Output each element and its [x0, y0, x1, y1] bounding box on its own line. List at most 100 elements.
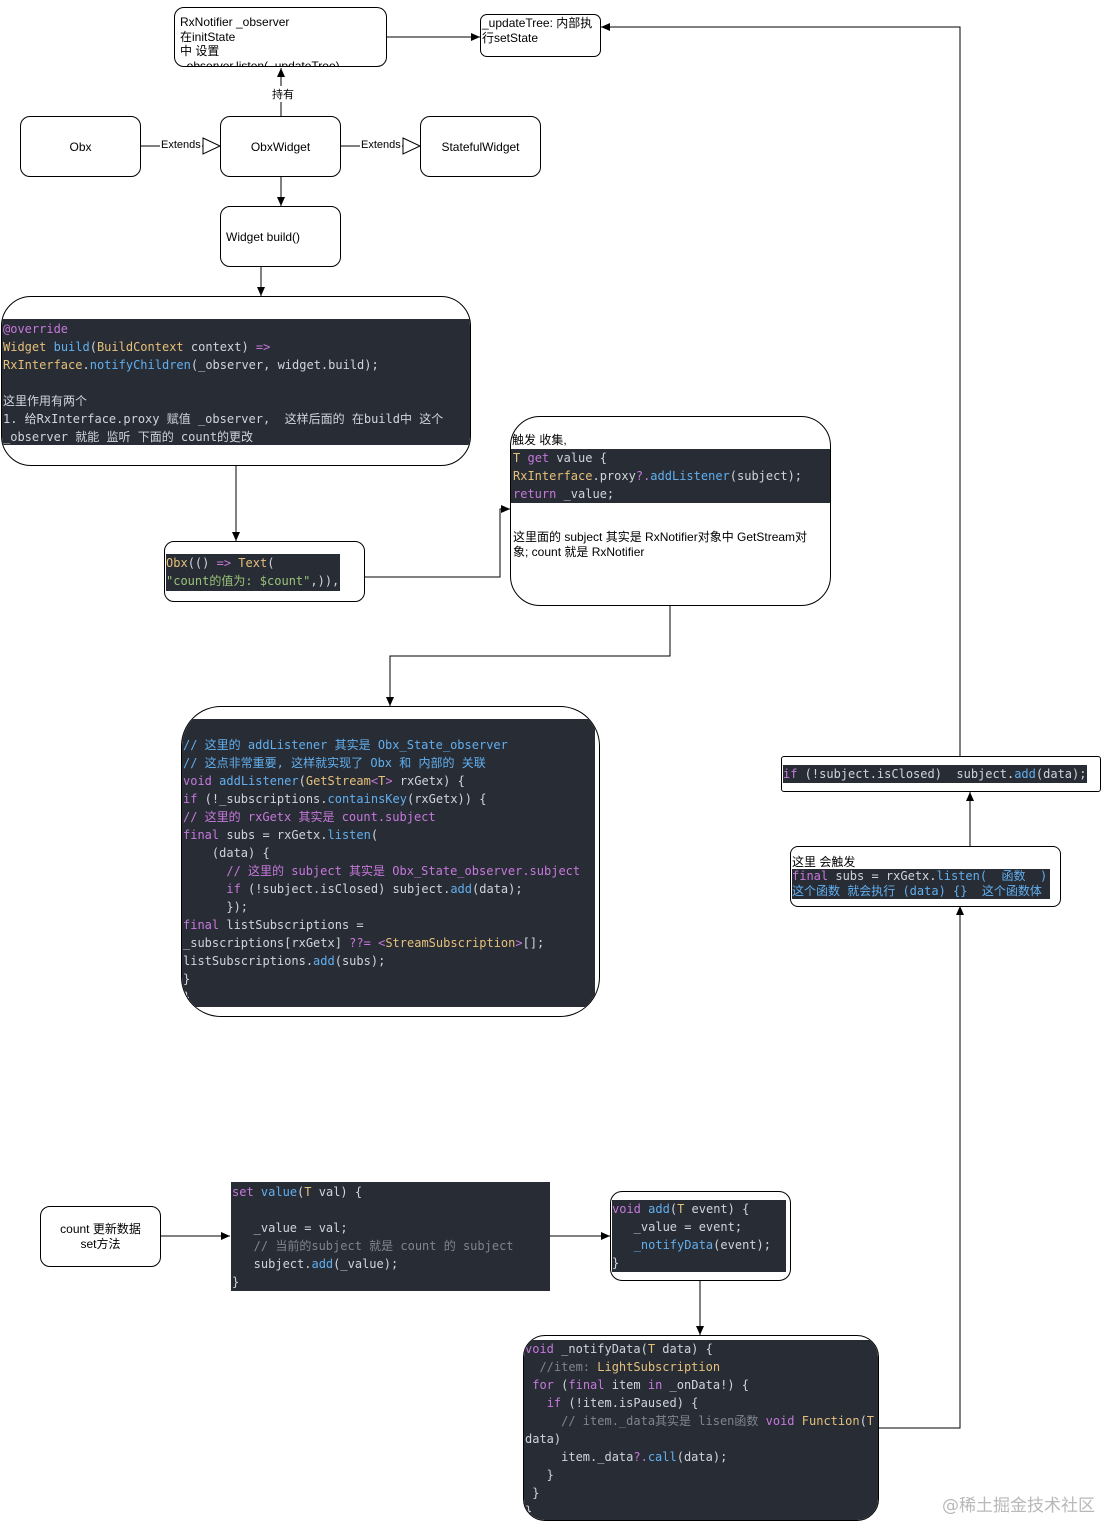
- code-token: (data) {: [183, 846, 270, 860]
- code-token: (: [553, 1378, 569, 1392]
- code-line: @override: [3, 320, 470, 338]
- code-token: (!subject.isClosed) subject.: [797, 767, 1015, 781]
- code-line: [3, 374, 470, 392]
- code-line: }: [525, 1484, 878, 1502]
- code-token: if: [783, 767, 798, 781]
- code-token: val) {: [311, 1185, 363, 1199]
- stateful-widget-node[interactable]: StatefulWidget: [420, 116, 541, 177]
- add-listener-node[interactable]: // 这里的 addListener 其实是 Obx_State_observe…: [181, 706, 600, 1017]
- subject-add-code: if (!subject.isClosed) subject.add(data)…: [783, 765, 1087, 783]
- code-token: add: [313, 954, 335, 968]
- extends-label: Extends: [160, 139, 202, 151]
- code-line: });: [183, 898, 595, 916]
- edge-notify-listen: [878, 906, 964, 1429]
- update-tree-node[interactable]: _updateTree: 内部执 行setState: [480, 14, 601, 57]
- code-token: T: [647, 1342, 656, 1356]
- code-token: context): [183, 340, 256, 354]
- code-token: void: [612, 1202, 641, 1216]
- code-token: <: [378, 936, 386, 950]
- count-update-node[interactable]: count 更新数据 set方法: [40, 1206, 161, 1267]
- code-token: ((): [187, 556, 217, 570]
- notify-data-node[interactable]: void _notifyData(T data) { //item: Light…: [523, 1335, 879, 1521]
- subject-add-node[interactable]: if (!subject.isClosed) subject.add(data)…: [781, 756, 1101, 792]
- code-token: GetStream: [305, 774, 371, 788]
- node-label: Widget build(): [226, 229, 301, 244]
- set-value-code[interactable]: set value(T val) { _value = val; // 当前的s…: [231, 1182, 550, 1291]
- code-token: item: [604, 1378, 648, 1392]
- code-token: containsKey: [327, 792, 407, 806]
- code-token: if: [226, 882, 241, 896]
- node-label: ObxWidget: [250, 139, 311, 154]
- code-line: }: [183, 988, 595, 1006]
- code-token: (: [669, 1202, 678, 1216]
- node-line: count 更新数据: [60, 1222, 141, 1236]
- code-line: RxInterface.notifyChildren(_observer, wi…: [3, 356, 470, 374]
- code-token: // 这里的 addListener 其实是 Obx_State_observe…: [183, 738, 508, 752]
- code-token: }: [525, 1504, 533, 1518]
- code-line: RxInterface.proxy?.addListener(subject);: [513, 467, 830, 485]
- code-token: (: [89, 340, 97, 354]
- code-token: _subscriptions[rxGetx]: [183, 936, 350, 950]
- code-token: <: [370, 774, 379, 788]
- holds-label: 持有: [271, 86, 295, 102]
- code-line: Obx(() => Text(: [166, 554, 340, 572]
- code-token: ??=: [349, 936, 371, 950]
- code-token: ?.: [633, 1450, 648, 1464]
- code-token: item._data: [525, 1450, 634, 1464]
- code-line: void addListener(GetStream<T> rxGetx) {: [183, 772, 595, 790]
- code-token: (: [370, 828, 379, 842]
- code-line: 这里作用有两个: [3, 392, 470, 410]
- code-token: listSubscriptions.: [183, 954, 314, 968]
- code-line: }: [525, 1502, 878, 1520]
- node-line: 中 设置 _observer.listen(_updateTree): [180, 44, 340, 67]
- rxnotifier-node[interactable]: RxNotifier _observer 在initState 中 设置 _ob…: [174, 7, 387, 67]
- code-token: .: [82, 358, 90, 372]
- code-token: return: [513, 487, 557, 501]
- code-token: addListener: [650, 469, 730, 483]
- code-line: // 这里的 addListener 其实是 Obx_State_observe…: [183, 736, 595, 754]
- code-token: }: [183, 972, 191, 986]
- code-token: RxInterface: [513, 469, 593, 483]
- code-line: T get value {: [513, 449, 830, 467]
- code-line: _value = event;: [612, 1218, 786, 1236]
- note-line: 象; count 就是 RxNotifier: [513, 544, 645, 559]
- void-add-node[interactable]: void add(T event) { _value = event; _not…: [610, 1191, 791, 1281]
- node-line: RxNotifier _observer: [180, 15, 290, 29]
- obx-text-node[interactable]: Obx(() => Text("count的值为: $count",)),: [164, 541, 365, 602]
- code-line: if (!subject.isClosed) subject.add(data)…: [183, 880, 595, 898]
- code-line: final subs = rxGetx.listen( 函数 ): [792, 869, 1050, 884]
- node-line: 在initState: [180, 29, 236, 44]
- code-line: [232, 1201, 550, 1219]
- code-line: // 当前的subject 就是 count 的 subject: [232, 1237, 550, 1255]
- code-line: }: [183, 970, 595, 988]
- code-token: void: [525, 1342, 554, 1356]
- code-token: T: [513, 451, 521, 465]
- code-token: listen: [936, 869, 980, 883]
- widget-build-node[interactable]: Widget build(): [220, 206, 341, 267]
- code-token: call: [647, 1450, 677, 1464]
- code-token: value {: [549, 451, 607, 465]
- code-token: for: [532, 1378, 554, 1392]
- code-token: final: [792, 869, 829, 883]
- watermark: @稀土掘金技术社区: [942, 1496, 1095, 1516]
- obx-widget-node[interactable]: ObxWidget: [220, 116, 341, 177]
- code-token: @override: [3, 322, 69, 336]
- code-line: if (!item.isPaused) {: [525, 1394, 878, 1412]
- edge-obxtext-getvalue: [365, 505, 510, 578]
- code-token: =>: [255, 340, 271, 354]
- trigger-label: 触发 收集,: [512, 433, 567, 447]
- code-token: [];: [522, 936, 545, 950]
- code-token: (data);: [676, 1450, 728, 1464]
- obx-node[interactable]: Obx: [20, 116, 141, 177]
- code-token: =>: [216, 556, 232, 570]
- code-token: if: [183, 792, 198, 806]
- listen-trigger-node[interactable]: 这里 会触发 final subs = rxGetx.listen( 函数 )这…: [790, 846, 1061, 907]
- code-token: T: [378, 774, 386, 788]
- code-token: [183, 882, 226, 896]
- code-token: (: [297, 1185, 305, 1199]
- code-token: set: [232, 1185, 254, 1199]
- code-line: void add(T event) {: [612, 1200, 786, 1218]
- code-line: final subs = rxGetx.listen(: [183, 826, 595, 844]
- get-value-node[interactable]: 触发 收集, T get value {RxInterface.proxy?.a…: [510, 416, 831, 606]
